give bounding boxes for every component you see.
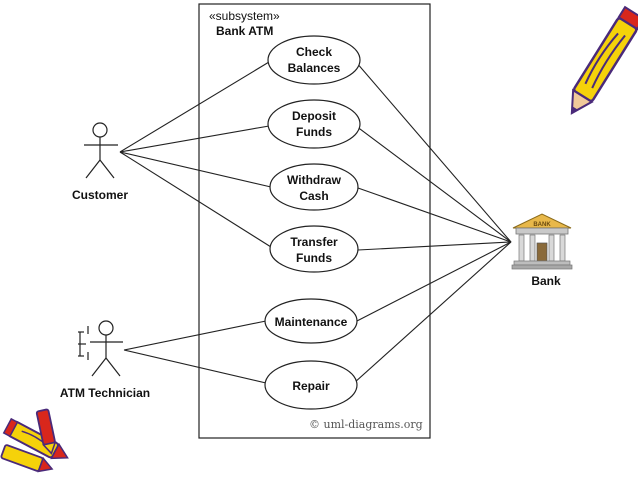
assoc-technician-maintenance	[123, 320, 267, 351]
assoc-customer-withdraw	[119, 151, 272, 188]
use-case-label: Maintenance	[275, 315, 348, 329]
assoc-bank-withdraw	[357, 187, 512, 243]
use-case-label: Check	[296, 45, 332, 59]
actor-customer-label: Customer	[72, 188, 128, 202]
use-case-label: Funds	[296, 251, 332, 265]
subsystem-title: Bank ATM	[216, 24, 273, 38]
tool-icon	[78, 326, 89, 360]
bank-sign-text: BANK	[533, 222, 551, 228]
assoc-bank-transfer	[357, 241, 512, 251]
pencil-icon	[570, 5, 638, 115]
use-case-withdraw-cash: Withdraw Cash	[269, 163, 359, 211]
actor-customer	[84, 122, 118, 179]
use-case-label: Balances	[288, 61, 341, 75]
use-case-label: Transfer	[290, 235, 338, 249]
assoc-customer-transfer	[119, 151, 272, 248]
use-case-label: Funds	[296, 125, 332, 139]
actor-technician	[78, 320, 123, 377]
use-case-label: Deposit	[292, 109, 336, 123]
assoc-bank-maintenance	[354, 241, 512, 323]
subsystem-stereotype: «subsystem»	[209, 9, 280, 23]
assoc-bank-check	[355, 61, 512, 243]
actor-bank-label: Bank	[531, 274, 561, 288]
use-case-transfer-funds: Transfer Funds	[269, 225, 359, 273]
actor-technician-label: ATM Technician	[60, 386, 150, 400]
use-case-label: Cash	[299, 189, 328, 203]
assoc-customer-check	[119, 61, 270, 153]
assoc-bank-deposit	[355, 125, 512, 243]
use-case-repair: Repair	[264, 360, 358, 410]
use-case-deposit-funds: Deposit Funds	[267, 99, 361, 149]
association-lines	[119, 61, 512, 384]
subsystem-boundary	[198, 3, 431, 439]
bank-icon: BANK	[511, 213, 573, 270]
use-case-label: Repair	[292, 379, 330, 393]
use-case-maintenance: Maintenance	[264, 298, 358, 344]
use-case-check-balances: Check Balances	[267, 35, 361, 85]
credit-text: © uml-diagrams.org	[309, 418, 423, 431]
actor-head	[92, 122, 108, 138]
actor-head	[98, 320, 114, 336]
assoc-customer-deposit	[119, 125, 270, 153]
crayons-icon	[0, 408, 69, 473]
assoc-technician-repair	[123, 349, 267, 384]
use-case-label: Withdraw	[287, 173, 342, 187]
assoc-bank-repair	[353, 241, 512, 384]
